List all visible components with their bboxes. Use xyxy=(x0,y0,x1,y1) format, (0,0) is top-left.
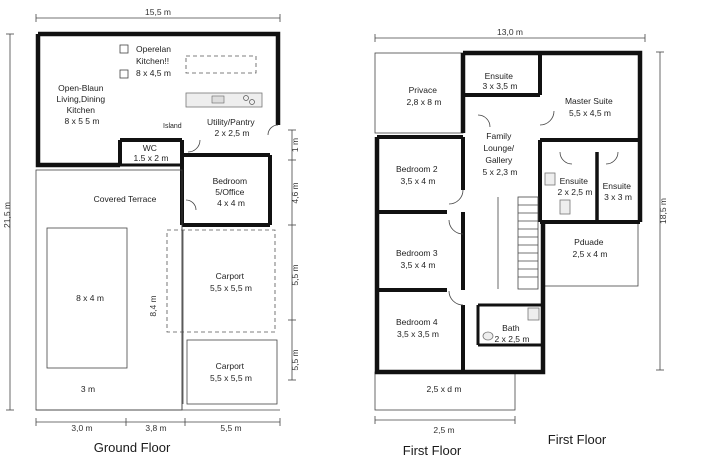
ff-caption-right: First Floor xyxy=(548,432,607,447)
ff-bedroom3-door-swing xyxy=(448,219,464,235)
gf-bottom-dim-2: 3,8 m xyxy=(145,423,166,433)
gf-kitchen-legend-box-2 xyxy=(119,69,129,79)
gf-living-wall-top xyxy=(38,31,281,125)
gf-right-dim-3: 5,5 m xyxy=(290,264,300,285)
gf-bedroom5-door-swing xyxy=(185,199,197,211)
gf-pool-bottom-dim: 3 m xyxy=(81,384,95,394)
ff-ensuite-b-door-swing xyxy=(605,151,619,165)
gf-wc-label: WC 1.5 x 2 m xyxy=(134,143,169,163)
ff-ensuite-a-label: Ensuite 2 x 2,5 m xyxy=(558,176,593,197)
ff-right-dimension: 18,5 m xyxy=(656,51,668,371)
ff-family-label: Family Lounge/ Gallery 5 x 2,3 m xyxy=(483,131,518,177)
gf-bottom-dim-3: 5,5 m xyxy=(220,423,241,433)
gf-island-label: Island xyxy=(163,123,182,130)
ff-bath-label: Bath 2 x 2,5 m xyxy=(495,323,530,344)
gf-bottom-dim-1: 3,0 m xyxy=(71,423,92,433)
ff-ensuite-a-door-swing xyxy=(559,151,573,165)
gf-caption: Ground Floor xyxy=(94,440,171,455)
ff-ensuite-b-label: Ensuite 3 x 3 m xyxy=(603,181,634,202)
ff-bedroom3-label: Bedroom 3 3,5 x 4 m xyxy=(396,248,440,270)
gf-covered-terrace-boundary xyxy=(35,169,183,411)
ff-balcony-label: 2,5 x d m xyxy=(427,384,462,394)
ff-family-door-swing xyxy=(477,114,491,128)
ground-floor-plan: 15,5 m 21,5 m xyxy=(2,7,300,455)
gf-terrace-label: Covered Terrace xyxy=(94,194,157,204)
ff-caption-left: First Floor xyxy=(403,443,462,458)
ff-bath-toilet xyxy=(527,307,540,321)
ff-top-dim-label: 13,0 m xyxy=(497,27,523,37)
gf-top-dimension: 15,5 m xyxy=(35,7,281,22)
gf-pool-label: 8 x 4 m xyxy=(76,293,104,303)
ff-top-right-wall xyxy=(463,50,643,222)
ff-bath-basin xyxy=(482,331,494,341)
gf-stove-burner xyxy=(249,99,255,105)
gf-sink xyxy=(211,95,225,104)
gf-wc-door-swing xyxy=(187,139,201,153)
ff-pduade-label: Pduade 2,5 x 4 m xyxy=(573,237,608,259)
gf-living-wall-left xyxy=(35,34,120,168)
ff-bedroom4-label: Bedroom 4 3,5 x 3,5 m xyxy=(396,317,440,339)
ff-ensuite-vanity xyxy=(559,199,571,215)
gf-kitchen-legend-box-1 xyxy=(119,44,129,54)
ff-bedroom4-door-swing xyxy=(448,290,464,306)
ff-ensuite-top-label: Ensuite 3 x 3,5 m xyxy=(483,71,518,91)
gf-pool xyxy=(46,227,128,369)
gf-kitchen-label: Operelan Kitchen!! 8 x 4,5 m xyxy=(136,44,173,78)
ff-master-label: Master Suite 5,5 x 4,5 m xyxy=(565,96,615,118)
ff-master-door-swing xyxy=(539,110,555,126)
ff-right-dim-label: 18,5 m xyxy=(658,198,668,224)
gf-kitchen-island-outline xyxy=(185,55,257,74)
gf-bedroom5-label: Bedroom 5/Office 4 x 4 m xyxy=(213,176,250,208)
gf-living-label: Open-Blaun Living,Dining Kitchen 8 x 5 5… xyxy=(56,83,107,126)
gf-carport2-outline xyxy=(186,339,278,405)
gf-utility-label: Utility/Pantry 2 x 2,5 m xyxy=(207,117,257,138)
ff-outer-wall xyxy=(374,137,546,375)
gf-right-dim-1: 1 m xyxy=(290,138,300,152)
ff-bottom-dimension: 2,5 m xyxy=(374,416,516,435)
ff-top-dimension: 13,0 m xyxy=(374,27,646,42)
first-floor-plan: 13,0 m 18,5 m xyxy=(374,27,668,458)
gf-top-dim-label: 15,5 m xyxy=(145,7,171,17)
gf-right-dim-2: 4,6 m xyxy=(290,182,300,203)
gf-left-dim-label: 21,5 m xyxy=(2,202,12,228)
gf-right-dimensions: 1 m 4,6 m 5,5 m 5,5 m 8,4 m xyxy=(148,129,300,381)
gf-carport-side-dim: 8,4 m xyxy=(148,295,158,316)
gf-utility-door-swing xyxy=(267,124,279,136)
gf-right-dim-4: 5,5 m xyxy=(290,349,300,370)
ff-bedroom2-label: Bedroom 2 3,5 x 4 m xyxy=(396,164,440,186)
ff-privace-label: Privace 2,8 x 8 m xyxy=(407,85,442,107)
ff-staircase xyxy=(497,196,539,290)
gf-carport1-label: Carport 5,5 x 5,5 m xyxy=(210,271,252,293)
gf-stove-burner xyxy=(243,95,249,101)
gf-carport2-label: Carport 5,5 x 5,5 m xyxy=(210,361,252,383)
ff-bedroom2-door-swing xyxy=(448,189,464,205)
ff-ensuite-toilet xyxy=(544,172,556,186)
gf-left-dimension: 21,5 m xyxy=(2,33,14,411)
ff-bottom-dim-label: 2,5 m xyxy=(433,425,454,435)
gf-bottom-dimensions: 3,0 m 3,8 m 5,5 m xyxy=(35,418,281,433)
